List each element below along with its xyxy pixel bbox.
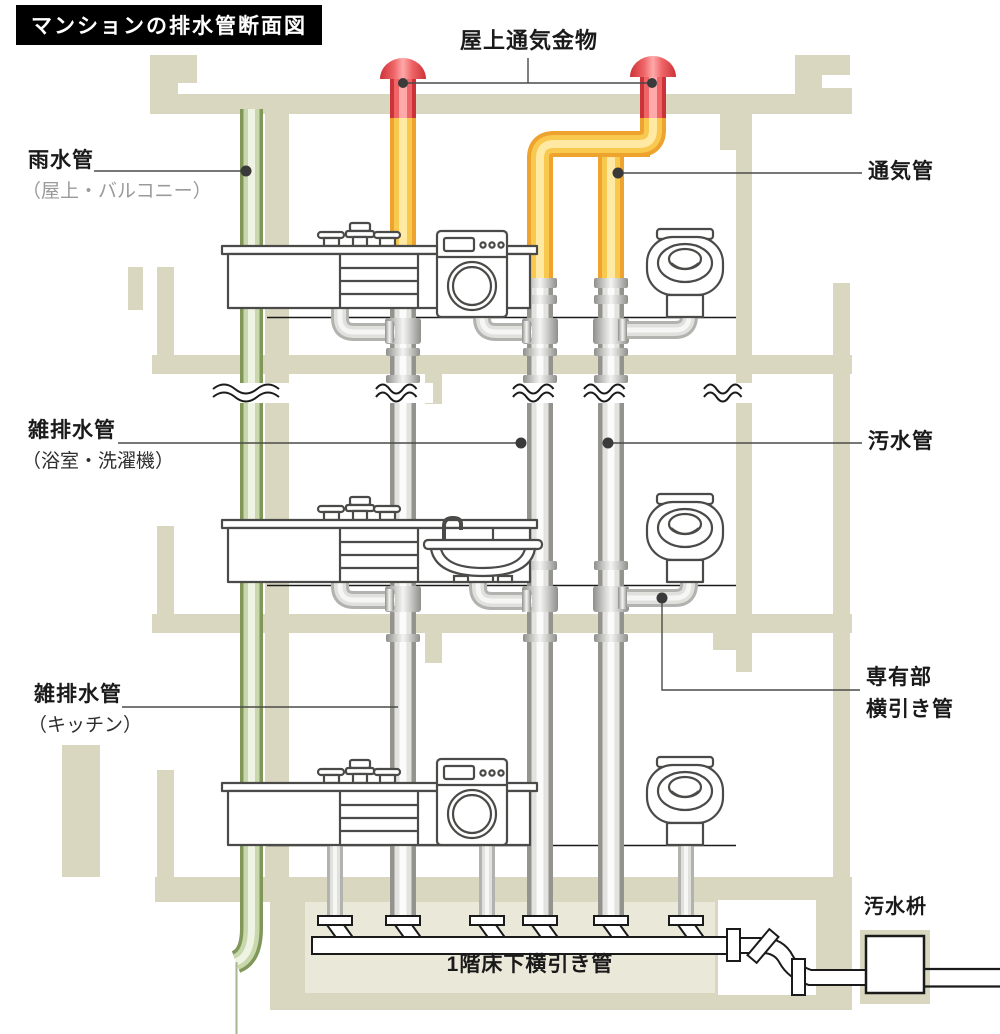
sewage-basin-icon xyxy=(864,934,926,995)
fixtures xyxy=(220,221,725,847)
label-graywater-bath-sub: （浴室・洗濯機） xyxy=(22,451,175,472)
toilet-icon xyxy=(645,755,725,847)
break-marks xyxy=(210,383,757,403)
underfloor-collector-pipe xyxy=(311,927,1000,996)
toilet-icon xyxy=(645,492,725,584)
label-graywater-kitchen: 雑排水管 xyxy=(34,683,122,706)
label-graywater-kitchen-sub: （キッチン） xyxy=(28,715,143,736)
label-private-branch-1: 専有部 xyxy=(866,666,932,689)
washing-machine-icon xyxy=(435,757,509,847)
fixture-drop-pipes xyxy=(327,843,694,916)
label-vent: 通気管 xyxy=(868,160,934,183)
label-sewage: 汚水管 xyxy=(868,430,934,453)
label-rainwater: 雨水管 xyxy=(28,149,94,172)
label-sewage-basin: 汚水枡 xyxy=(864,896,927,918)
washbasin-icon xyxy=(422,515,544,584)
toilet-icon xyxy=(645,227,725,319)
label-private-branch-2: 横引き管 xyxy=(866,698,954,721)
roof-vent-cap-icon xyxy=(380,56,676,79)
callout-lines xyxy=(94,58,862,708)
label-rainwater-sub: （屋上・バルコニー） xyxy=(22,181,212,202)
rainwater-pipe xyxy=(230,109,263,1034)
callout-private-branch xyxy=(661,598,860,691)
label-rooftop-vent: 屋上通気金物 xyxy=(460,28,599,53)
page-title: マンションの排水管断面図 xyxy=(16,5,322,45)
label-graywater-bath: 雑排水管 xyxy=(28,419,116,442)
washing-machine-icon xyxy=(435,229,509,319)
callout-dots xyxy=(240,78,668,604)
label-underfloor-pipe: 1階床下横引き管 xyxy=(446,953,614,976)
